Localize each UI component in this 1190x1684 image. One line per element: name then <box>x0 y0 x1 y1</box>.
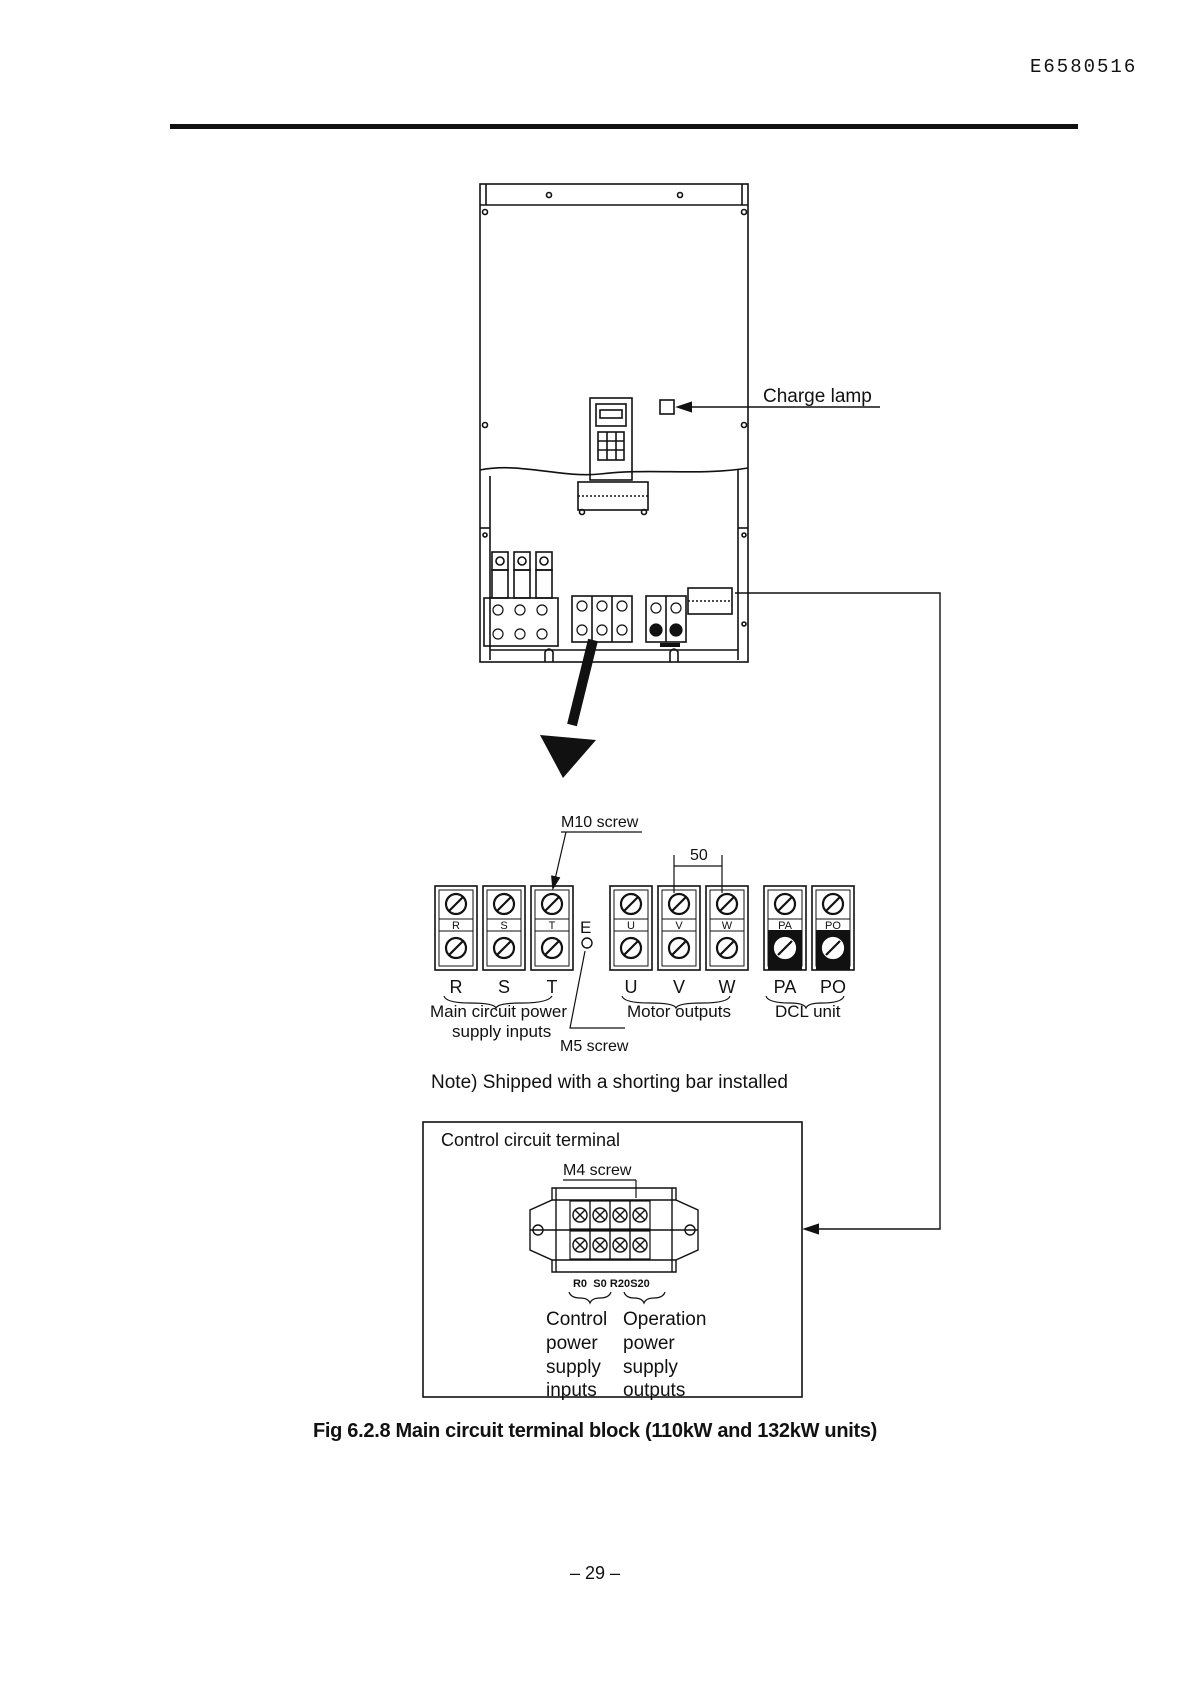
control-right-line2: power <box>623 1333 675 1354</box>
terminal-tag-r: R <box>452 920 460 932</box>
terminal-s: SS <box>482 885 526 997</box>
figure-caption: Fig 6.2.8 Main circuit terminal block (1… <box>312 1420 878 1442</box>
terminal-label-r: R <box>450 977 463 997</box>
group-main-circuit-line1: Main circuit power <box>430 1002 567 1021</box>
terminal-t: TT <box>530 885 574 997</box>
group-braces <box>443 995 845 1010</box>
control-left-line3: supply <box>546 1357 601 1378</box>
spacing-dimension: 50 <box>690 847 708 864</box>
control-terminal-r0: R0 <box>573 1278 587 1290</box>
control-cell <box>629 1230 651 1260</box>
group-motor-outputs: Motor outputs <box>627 1002 731 1021</box>
terminal-tag-s: S <box>500 920 507 932</box>
terminal-w: WW <box>705 885 749 997</box>
terminal-label-pa: PA <box>774 977 797 997</box>
terminal-label-u: U <box>625 977 638 997</box>
control-right-line1: Operation <box>623 1309 706 1330</box>
document-id: E6580516 <box>1030 56 1138 78</box>
header-rule <box>170 124 1078 129</box>
terminal-tag-w: W <box>722 920 733 932</box>
control-power-inputs-label: Control power supply inputs <box>546 1309 607 1401</box>
terminal-tag-po: PO <box>825 920 841 932</box>
control-cell <box>589 1230 611 1260</box>
control-cell <box>609 1200 631 1230</box>
terminal-v: VV <box>657 885 701 997</box>
inverter-unit <box>479 183 749 663</box>
control-terminal-r20: R20 <box>610 1278 630 1290</box>
control-terminal-s20: S20 <box>630 1278 650 1290</box>
control-left-line1: Control <box>546 1309 607 1330</box>
control-right-line3: supply <box>623 1357 678 1378</box>
terminal-po: PO PO <box>811 885 855 997</box>
control-terminal-block <box>529 1187 699 1273</box>
control-left-line4: inputs <box>546 1380 597 1401</box>
terminal-label-v: V <box>673 977 685 997</box>
control-box-title: Control circuit terminal <box>441 1130 620 1150</box>
group-main-circuit-line2: supply inputs <box>452 1022 551 1041</box>
control-braces <box>568 1291 666 1305</box>
detail-arrow <box>540 638 598 778</box>
terminal-label-po: PO <box>820 977 846 997</box>
control-cell <box>569 1230 591 1260</box>
terminal-tag-u: U <box>627 920 635 932</box>
shorting-bar-note: Note) Shipped with a shorting bar instal… <box>431 1072 788 1093</box>
group-dcl-unit: DCL unit <box>775 1002 841 1021</box>
terminal-label-s: S <box>498 977 510 997</box>
control-left-line2: power <box>546 1333 598 1354</box>
operation-power-outputs-label: Operation power supply outputs <box>623 1309 706 1401</box>
terminal-label-t: T <box>547 977 558 997</box>
control-terminal-leader <box>735 592 941 1235</box>
terminal-tag-t: T <box>549 920 556 932</box>
terminal-u: UU <box>609 885 653 997</box>
control-cell <box>609 1230 631 1260</box>
control-right-line4: outputs <box>623 1380 685 1401</box>
terminal-r: RR <box>434 885 478 997</box>
m4-screw-label: M4 screw <box>563 1162 632 1179</box>
control-terminal-cells <box>569 1200 651 1260</box>
control-cell <box>569 1200 591 1230</box>
charge-lamp-label: Charge lamp <box>763 386 872 407</box>
m5-screw-leader <box>569 950 625 1029</box>
unit-terminal-screws <box>492 600 683 640</box>
m10-screw-label: M10 screw <box>561 814 639 831</box>
control-cell <box>629 1200 651 1230</box>
control-cell <box>589 1200 611 1230</box>
terminal-tag-pa: PA <box>778 920 793 932</box>
control-terminal-s0: S0 <box>593 1278 606 1290</box>
terminal-pa: PA PA <box>763 885 807 997</box>
m5-screw-label: M5 screw <box>560 1038 629 1055</box>
terminal-tag-v: V <box>675 920 683 932</box>
control-terminal-box <box>422 1121 803 1398</box>
ground-terminal-icon <box>581 937 593 949</box>
ground-terminal-label: E <box>580 918 591 937</box>
page-number: – 29 – <box>569 1563 621 1583</box>
terminal-label-w: W <box>719 977 736 997</box>
